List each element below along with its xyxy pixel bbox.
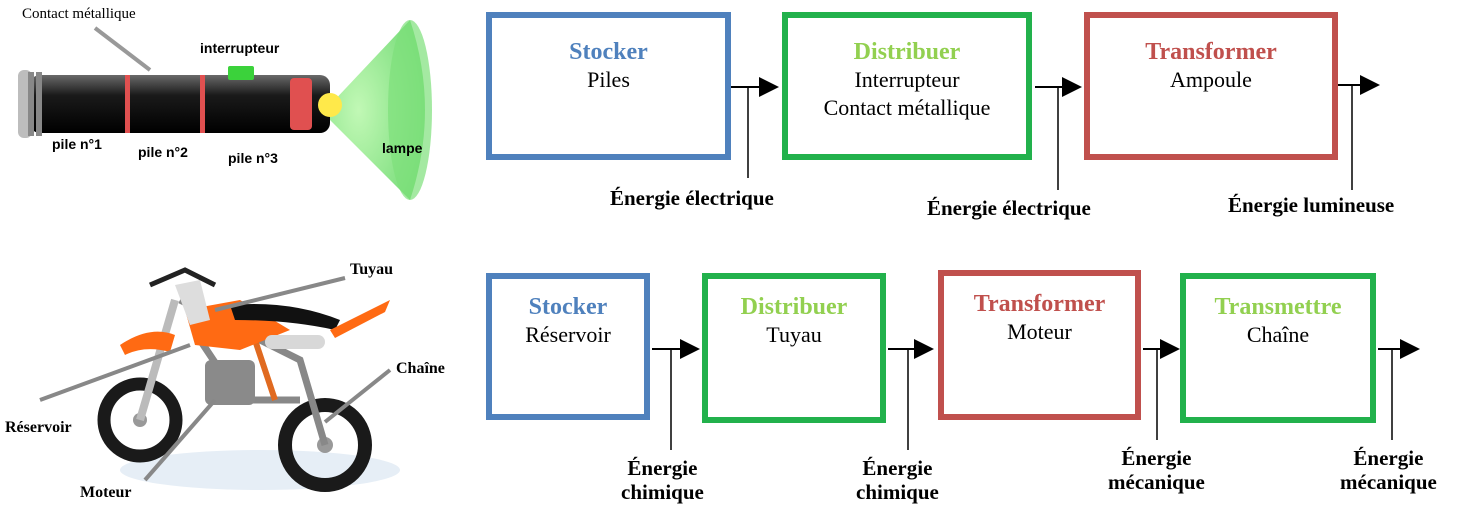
tank-body xyxy=(185,300,290,350)
label-lamp: lampe xyxy=(382,140,423,156)
box-transmettre-motorbike: Transmettre Chaîne xyxy=(1180,273,1376,423)
label-pipe: Tuyau xyxy=(350,261,393,278)
energy-word: Énergie xyxy=(1121,446,1192,470)
label-switch: interrupteur xyxy=(200,40,280,56)
item-label: Chaîne xyxy=(1246,322,1310,347)
item-label: Contact métallique xyxy=(823,95,991,120)
energy-type: chimique xyxy=(856,480,939,504)
energy-word: Énergie xyxy=(1353,446,1424,470)
item-label: Tuyau xyxy=(766,322,822,347)
pile-separator xyxy=(200,75,205,133)
item-label: Réservoir xyxy=(525,322,611,347)
energy-label-1-3: Énergie lumineuse xyxy=(1228,193,1395,217)
label-pile-3: pile n°3 xyxy=(228,150,278,166)
energy-label-2-2: Énergie chimique xyxy=(856,456,939,504)
energy-label-2-1: Énergie chimique xyxy=(621,456,704,504)
energy-type: chimique xyxy=(621,480,704,504)
energy-type: mécanique xyxy=(1108,470,1205,494)
box-stocker-flashlight: Stocker Piles xyxy=(486,12,731,160)
role-label: Distribuer xyxy=(853,39,961,65)
box-stocker-motorbike: Stocker Réservoir xyxy=(486,273,650,420)
role-label: Distribuer xyxy=(740,294,848,320)
energy-label-1-2: Énergie électrique xyxy=(927,196,1091,220)
flashlight-body xyxy=(30,75,330,133)
energy-label-2-4: Énergie mécanique xyxy=(1340,446,1437,494)
bulb xyxy=(318,93,342,117)
engine-block xyxy=(205,360,255,405)
energy-word: Énergie xyxy=(627,456,698,480)
label-chain: Chaîne xyxy=(396,360,445,377)
box-transformer-flashlight: Transformer Ampoule xyxy=(1084,12,1338,160)
label-pile-1: pile n°1 xyxy=(52,136,102,152)
front-wheel xyxy=(97,377,183,463)
label-tank: Réservoir xyxy=(5,419,72,436)
pile-separator xyxy=(125,75,130,133)
box-distribuer-flashlight: Distribuer Interrupteur Contact métalliq… xyxy=(782,12,1032,160)
item-label: Interrupteur xyxy=(854,67,960,92)
rear-wheel xyxy=(278,398,372,492)
item-label: Piles xyxy=(587,67,630,92)
label-pile-2: pile n°2 xyxy=(138,144,188,160)
switch-button xyxy=(228,66,254,80)
role-label: Stocker xyxy=(528,294,608,320)
role-label: Transmettre xyxy=(1214,294,1342,320)
role-label: Transformer xyxy=(1145,39,1277,65)
energy-label-1-1: Énergie électrique xyxy=(610,186,774,210)
motorbike-illustration xyxy=(39,267,400,492)
energy-word: Énergie xyxy=(862,456,933,480)
box-transformer-motorbike: Transformer Moteur xyxy=(938,270,1141,420)
label-contact: Contact métallique xyxy=(22,6,136,22)
energy-label-2-3: Énergie mécanique xyxy=(1108,446,1205,494)
label-engine: Moteur xyxy=(80,484,132,501)
role-label: Transformer xyxy=(973,291,1106,317)
item-label: Ampoule xyxy=(1170,67,1252,92)
flashlight-illustration xyxy=(18,20,432,200)
box-distribuer-motorbike: Distribuer Tuyau xyxy=(702,273,886,423)
role-label: Stocker xyxy=(569,39,648,65)
energy-type: mécanique xyxy=(1340,470,1437,494)
item-label: Moteur xyxy=(1007,319,1072,344)
